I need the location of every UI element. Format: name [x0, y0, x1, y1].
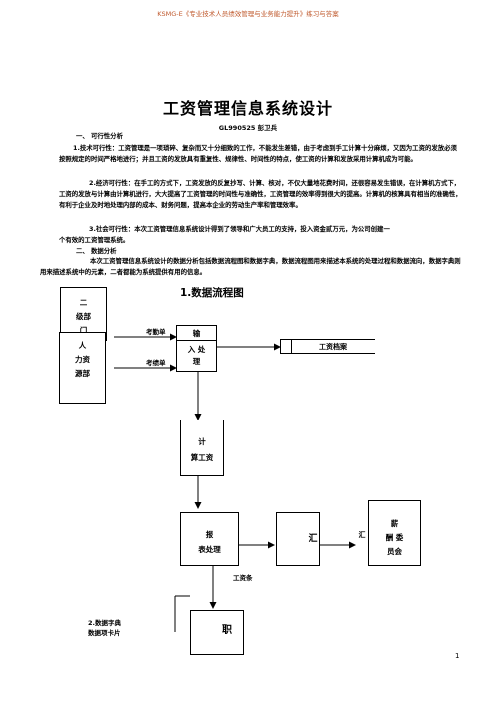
staff-entity-label: 职 — [222, 625, 232, 636]
report-process-id: 报 — [205, 530, 214, 539]
hr-entity-box: 人 力资 源部 — [59, 332, 106, 404]
section1-paragraph-1: 1.技术可行性：工资管理是一项琐碎、复杂而又十分细致的工作，不能发生差错，由于考… — [59, 144, 457, 164]
calc-process-label: 算工资 — [190, 453, 214, 462]
salary-archive-label: 工资档案 — [319, 343, 347, 351]
calc-process-box: 计 算工资 — [180, 420, 224, 476]
report-process-label: 表处理 — [198, 545, 221, 554]
section1-paragraph-2: 2.经济可行性：在手工的方式下，工资发放的反复抄写、计算、核对，不仅大量地花费时… — [59, 179, 462, 210]
document-title: 工资管理信息系统设计 — [162, 99, 333, 118]
section2-paragraph-1: 本次工资管理信息系统设计的数据分析包括数据流程图和数据字典，数据流程图用来描述本… — [40, 257, 461, 277]
summary-process-box: 汇 — [276, 512, 320, 566]
author-line: GL990525 彭卫兵 — [218, 124, 278, 132]
dictionary-subtitle: 数据项卡片 — [88, 629, 121, 637]
dept-entity-label: 二 级部 门 — [76, 298, 91, 335]
assessment-label: 考绩单 — [146, 359, 166, 367]
committee-entity-label: 薪 酬 委 员会 — [385, 519, 404, 556]
salary-archive-store: 工资档案 — [280, 339, 375, 354]
report-process-box: 报 表处理 — [180, 512, 239, 566]
payslip-label: 工资条 — [233, 574, 253, 582]
input-process-box: 输 入 处 理 — [176, 325, 217, 372]
dictionary-title: 2.数据字典 — [88, 619, 121, 627]
section2-heading: 二、 数据分析 — [76, 247, 117, 255]
page-header: KSMG-E《专业技术人员绩效管理与业务能力提升》练习与答案 — [157, 10, 339, 18]
input-process-label: 入 处 理 — [187, 345, 206, 366]
page-number: 1 — [455, 652, 460, 660]
section1-heading: 一、 可行性分析 — [76, 132, 123, 140]
attendance-label: 考勤单 — [146, 328, 166, 336]
calc-process-id: 计 — [198, 437, 206, 446]
section1-paragraph-3: 3.社会可行性：本次工资管理信息系统设计得到了领导和广大员工的支持，投入资金贰万… — [59, 225, 390, 245]
input-process-id: 输 — [177, 328, 216, 341]
summary-process-label: 汇 — [308, 534, 318, 544]
committee-flow-label: 汇 — [358, 531, 366, 539]
diagram-title: 1.数据流程图 — [180, 287, 244, 299]
hr-entity-label: 人 力资 源部 — [75, 341, 90, 378]
committee-entity-box: 薪 酬 委 员会 — [368, 500, 421, 566]
staff-entity-box: 职 — [190, 610, 244, 655]
